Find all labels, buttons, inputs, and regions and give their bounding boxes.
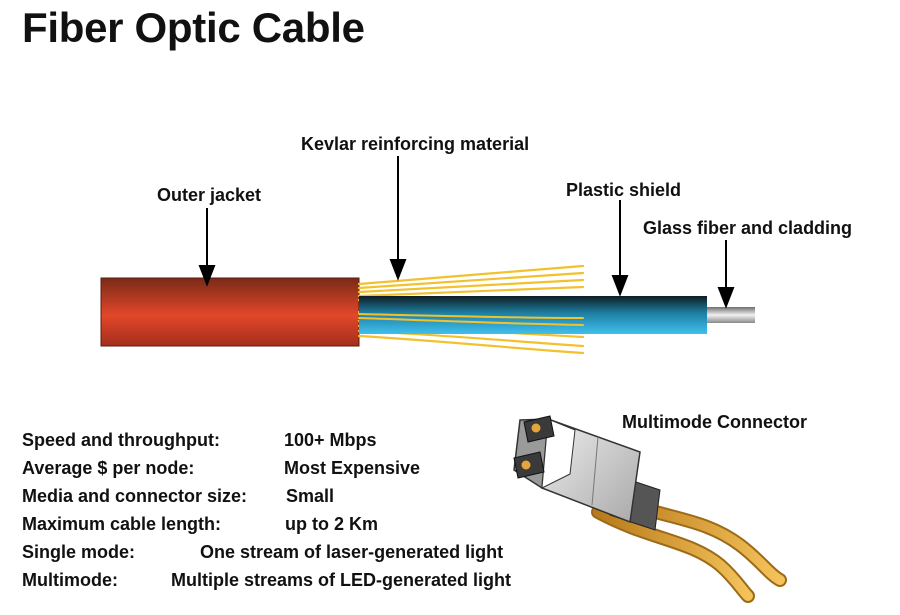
- multimode-connector: [513, 415, 787, 603]
- spec-label-speed: Speed and throughput:: [22, 430, 220, 450]
- spec-value-speed: 100+ Mbps: [284, 430, 377, 450]
- spec-value-cost: Most Expensive: [284, 458, 421, 478]
- spec-label-length: Maximum cable length:: [22, 514, 222, 534]
- spec-label-size: Media and connector size:: [22, 486, 248, 506]
- outer-jacket-label: Outer jacket: [157, 185, 262, 205]
- glass-fiber-label: Glass fiber and cladding: [643, 218, 853, 238]
- outer-jacket: [100, 277, 360, 347]
- spec-value-multimode: Multiple streams of LED-generated light: [171, 570, 512, 590]
- spec-value-size: Small: [286, 486, 335, 506]
- spec-label-single-mode: Single mode:: [22, 542, 136, 562]
- callout-arrows: [198, 156, 735, 309]
- spec-value-single-mode: One stream of laser-generated light: [200, 542, 504, 562]
- connector-label: Multimode Connector: [622, 412, 807, 432]
- spec-label-cost: Average $ per node:: [22, 458, 195, 478]
- spec-value-length: up to 2 Km: [285, 514, 378, 534]
- plastic-shield-label: Plastic shield: [566, 180, 682, 200]
- kevlar-label: Kevlar reinforcing material: [301, 134, 530, 154]
- page-title: Fiber Optic Cable: [22, 4, 365, 51]
- spec-label-multimode: Multimode:: [22, 570, 118, 590]
- glass-fiber: [707, 307, 755, 323]
